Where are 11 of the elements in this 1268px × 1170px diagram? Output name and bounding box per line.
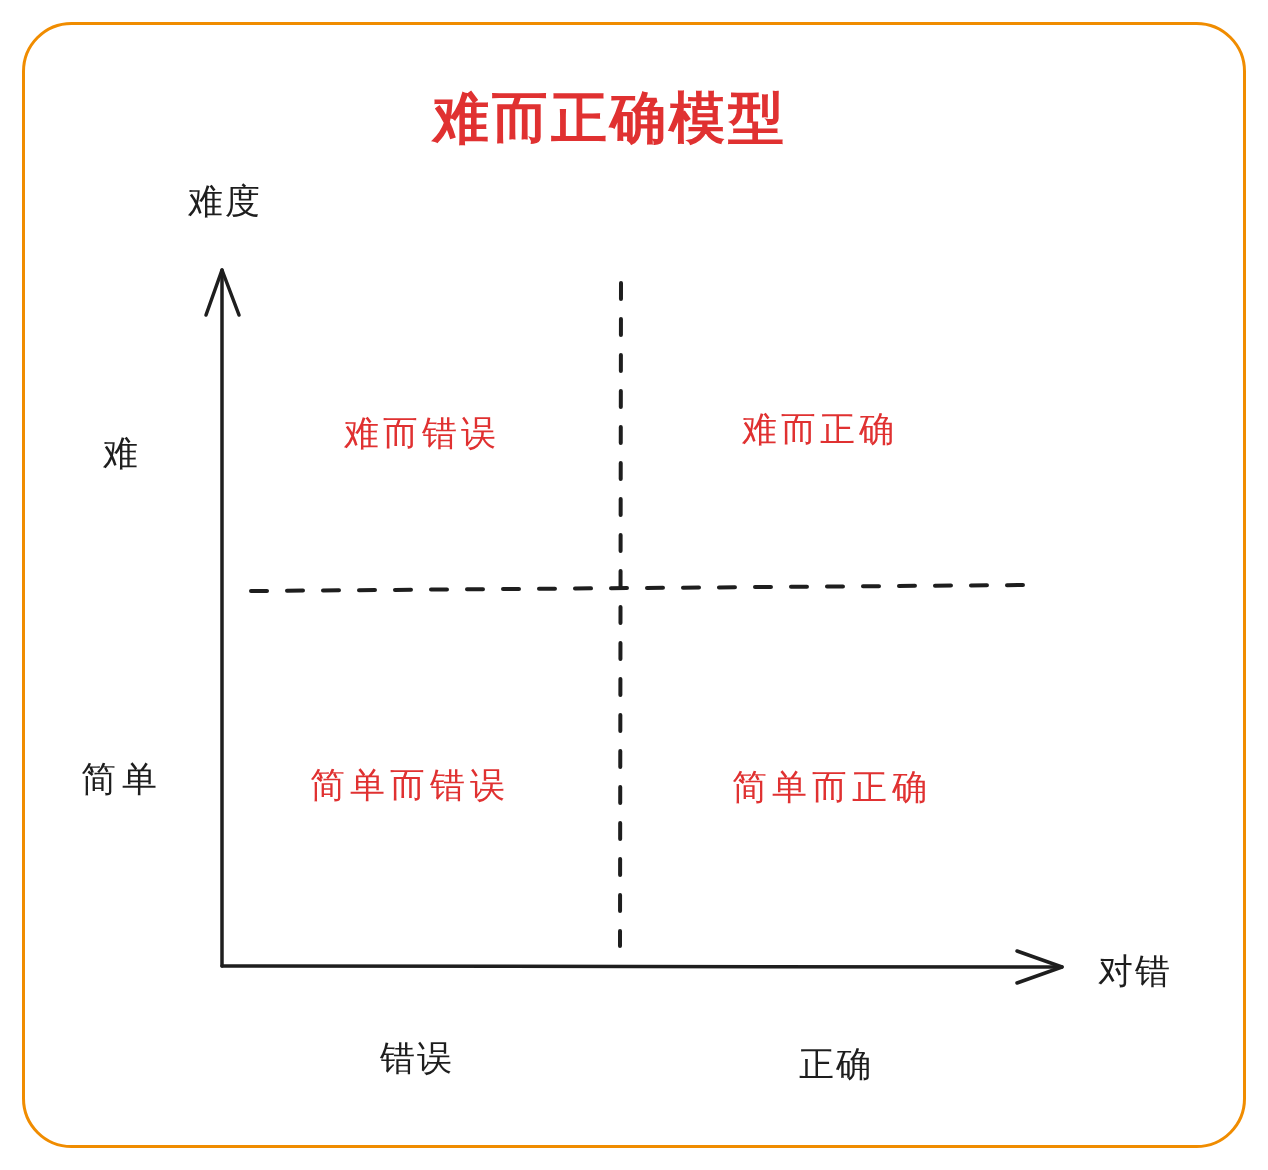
axis-label: 正确	[798, 1044, 873, 1084]
axis-label: 难	[102, 433, 138, 473]
quadrant-label: 难而错误	[343, 413, 500, 453]
quadrant-label: 难而正确	[741, 409, 898, 449]
title: 难而正确模型	[430, 87, 787, 149]
quadrant-label: 简单而正确	[730, 767, 932, 807]
axis-label: 错误	[379, 1038, 454, 1078]
axis-title: 难度	[187, 181, 262, 221]
quadrant-label: 简单而错误	[308, 765, 510, 805]
axis-title: 对错	[1097, 951, 1172, 991]
axis-label: 简单	[80, 759, 163, 799]
